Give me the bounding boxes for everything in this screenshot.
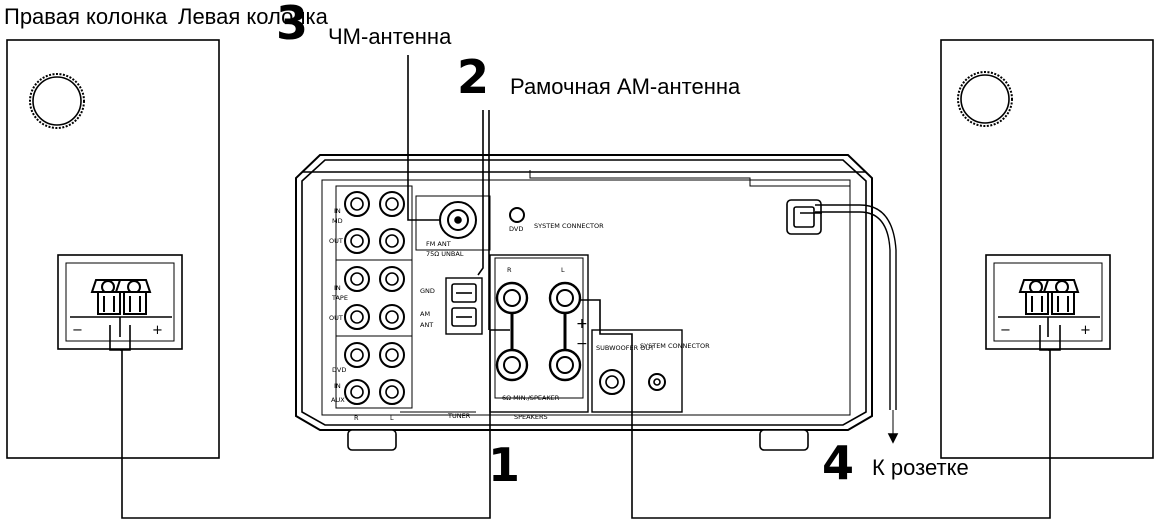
label-dvd: DVD <box>332 366 346 374</box>
label-system-connector: SYSTEM CONNECTOR <box>640 342 710 350</box>
left-speaker-terminal-plate <box>57 254 183 350</box>
outlet-label: К розетке <box>872 455 969 480</box>
step-1: 1 <box>488 438 521 492</box>
system-connector-jack <box>648 373 666 391</box>
label-speakers: SPEAKERS <box>514 413 548 421</box>
label-fm-ant: FM ANT <box>426 240 451 248</box>
right-terminal-minus: − <box>1000 323 1011 338</box>
left-speaker-tweeter <box>29 73 85 129</box>
label-fm-unbal: 75Ω UNBAL <box>426 250 464 258</box>
label-plus: + <box>576 316 588 332</box>
label-speaker-l: L <box>561 266 565 274</box>
label-in-1: IN <box>334 207 341 215</box>
label-tape: TAPE <box>331 294 348 302</box>
label-minus: − <box>576 336 588 352</box>
left-foot <box>347 429 397 451</box>
am-antenna-label: Рамочная АМ-антенна <box>510 74 741 99</box>
left-speaker-label: Левая колонка <box>178 4 328 29</box>
left-terminal-plus: + <box>152 323 163 338</box>
subwoofer-jack <box>599 369 625 395</box>
am-antenna-terminals <box>445 277 483 335</box>
label-ant: ANT <box>420 321 433 329</box>
label-speaker-r: R <box>507 266 512 274</box>
power-cord <box>815 204 897 410</box>
label-subwoofer-out: SUBWOOFER OUT <box>596 344 654 352</box>
subwoofer-block <box>591 329 683 413</box>
label-in-3: IN <box>334 382 341 390</box>
left-speaker-cabinet <box>6 39 220 459</box>
right-speaker-label: Правая колонка <box>4 4 168 29</box>
label-gnd: GND <box>420 287 435 295</box>
label-l: L <box>390 414 394 422</box>
step-2: 2 <box>457 50 490 104</box>
label-out-2: OUT <box>329 314 343 322</box>
fm-antenna-wire <box>407 55 440 221</box>
right-speaker-tweeter <box>957 71 1013 127</box>
fm-antenna-label: ЧМ-антенна <box>328 24 452 49</box>
right-speaker-terminal-plate <box>985 254 1111 350</box>
right-speaker-cabinet <box>940 39 1154 459</box>
step-3: 3 <box>276 0 309 50</box>
right-speaker-cable <box>580 299 1051 519</box>
left-speaker-cable <box>109 325 510 519</box>
step-4: 4 <box>822 436 855 490</box>
label-system-connector-top: SYSTEM CONNECTOR <box>534 222 604 230</box>
left-speaker-posts <box>90 279 152 315</box>
right-speaker-posts <box>1018 279 1080 315</box>
label-am: AM <box>420 310 430 318</box>
label-aux: AUX <box>331 396 345 404</box>
label-md: MD <box>332 217 343 225</box>
am-antenna-wire <box>477 110 484 276</box>
label-speaker-min: 6Ω MIN./SPEAKER <box>502 394 560 402</box>
label-in-2: IN <box>334 284 341 292</box>
label-out-1: OUT <box>329 237 343 245</box>
input-jacks <box>335 185 476 413</box>
right-terminal-plus: + <box>1080 323 1091 338</box>
label-tuner: TUNER <box>447 412 471 420</box>
power-cord-socket <box>786 199 822 235</box>
left-terminal-minus: − <box>72 323 83 338</box>
right-foot <box>759 429 809 451</box>
dvd-system-jack <box>509 207 525 223</box>
speaker-terminal-block <box>489 254 589 413</box>
label-dvd-top: DVD <box>509 225 523 233</box>
label-r: R <box>354 414 359 422</box>
